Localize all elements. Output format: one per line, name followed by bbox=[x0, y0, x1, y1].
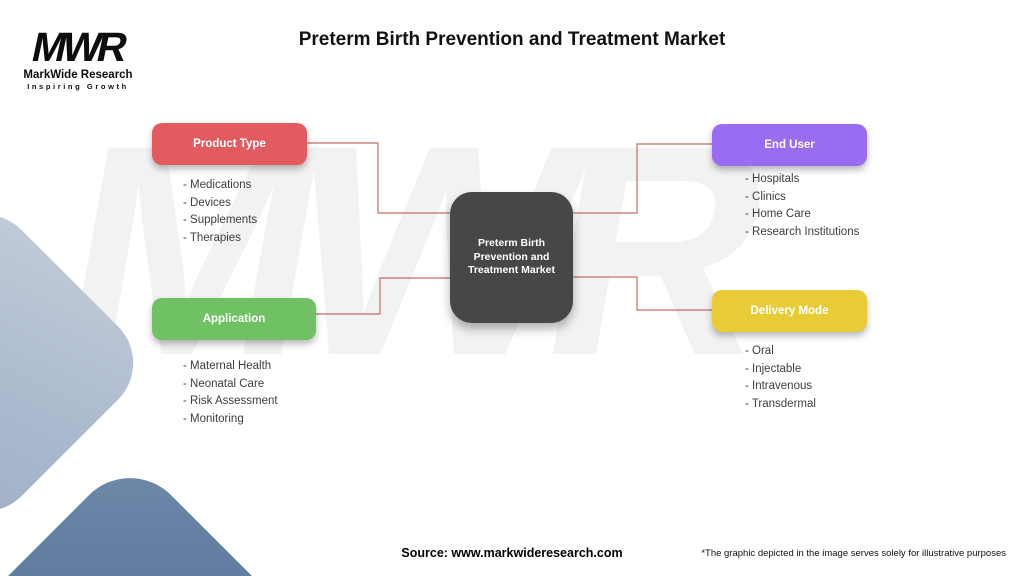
page-title: Preterm Birth Prevention and Treatment M… bbox=[298, 29, 726, 50]
logo-tagline: Inspiring Growth bbox=[27, 81, 129, 91]
connector-application bbox=[316, 277, 450, 315]
category-box-product-type: Product Type bbox=[152, 123, 307, 165]
connector-delivery-mode bbox=[573, 276, 712, 311]
list-item: - Therapies bbox=[183, 231, 241, 244]
connector-product-type bbox=[307, 142, 450, 214]
logo-company-name: MarkWide Research bbox=[23, 68, 133, 81]
connector-end-user bbox=[573, 143, 712, 214]
category-label-product-type: Product Type bbox=[193, 138, 266, 150]
list-item: - Clinics bbox=[745, 190, 786, 203]
list-item: - Transdermal bbox=[745, 397, 816, 410]
list-item: - Supplements bbox=[183, 214, 258, 226]
category-box-delivery-mode: Delivery Mode bbox=[712, 290, 867, 332]
center-node: Preterm Birth Prevention and Treatment M… bbox=[450, 192, 573, 323]
list-item: - Research Institutions bbox=[745, 225, 860, 238]
list-item: - Maternal Health bbox=[183, 360, 272, 372]
list-item: - Hospitals bbox=[745, 173, 800, 185]
footer-disclaimer: *The graphic depicted in the image serve… bbox=[701, 548, 1006, 559]
item-list-application: - Maternal Health - Neonatal Care - Risk… bbox=[183, 358, 278, 428]
list-item: - Monitoring bbox=[183, 412, 244, 425]
item-list-delivery-mode: - Oral - Injectable - Intravenous - Tran… bbox=[745, 343, 816, 413]
list-item: - Devices bbox=[183, 196, 231, 209]
category-label-end-user: End User bbox=[764, 139, 815, 151]
list-item: - Neonatal Care bbox=[183, 377, 265, 390]
markwide-logo: MWR MarkWide Research Inspiring Growth bbox=[20, 24, 136, 91]
list-item: - Medications bbox=[183, 179, 252, 191]
center-node-label: Preterm Birth Prevention and Treatment M… bbox=[468, 237, 555, 277]
footer-source: Source: www.markwideresearch.com bbox=[401, 546, 623, 560]
list-item: - Intravenous bbox=[745, 380, 813, 392]
list-item: - Risk Assessment bbox=[183, 395, 278, 407]
list-item: - Oral bbox=[745, 345, 774, 357]
list-item: - Injectable bbox=[745, 362, 802, 375]
item-list-product-type: - Medications - Devices - Supplements - … bbox=[183, 177, 257, 247]
category-label-delivery-mode: Delivery Mode bbox=[750, 305, 829, 317]
category-box-application: Application bbox=[152, 298, 316, 340]
item-list-end-user: - Hospitals - Clinics - Home Care - Rese… bbox=[745, 171, 859, 241]
category-box-end-user: End User bbox=[712, 124, 867, 166]
list-item: - Home Care bbox=[745, 208, 811, 220]
category-label-application: Application bbox=[202, 313, 266, 325]
